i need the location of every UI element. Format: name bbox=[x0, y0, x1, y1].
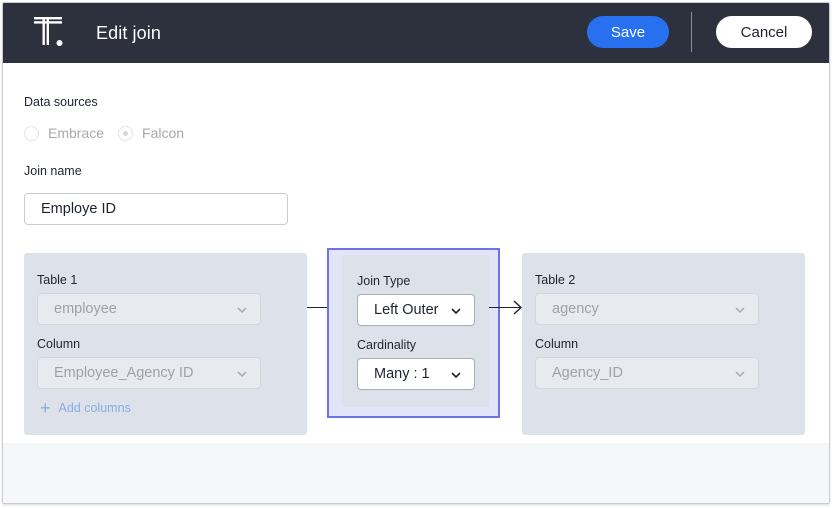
thoughtspot-logo-icon bbox=[34, 17, 63, 46]
table2-label: Table 2 bbox=[535, 273, 576, 287]
table1-column-select[interactable]: Employee_Agency ID bbox=[37, 357, 261, 389]
table1-select[interactable]: employee bbox=[37, 293, 261, 325]
chevron-down-icon bbox=[451, 308, 461, 315]
form-area: Data sources Embrace Falcon Join name Ta… bbox=[3, 63, 829, 443]
header-bar: Edit join Save Cancel bbox=[3, 3, 829, 63]
table2-panel: Table 2 agency Column Agency_ID bbox=[522, 253, 805, 435]
cardinality-select[interactable]: Many : 1 bbox=[357, 358, 475, 390]
join-name-label: Join name bbox=[24, 164, 82, 178]
data-sources-label: Data sources bbox=[24, 95, 98, 109]
radio-embrace[interactable] bbox=[24, 125, 39, 141]
chevron-down-icon bbox=[735, 307, 745, 314]
table2-column-select[interactable]: Agency_ID bbox=[535, 357, 759, 389]
table2-select-value: agency bbox=[552, 301, 599, 317]
arrow-right-icon bbox=[513, 300, 523, 315]
cardinality-value: Many : 1 bbox=[374, 366, 430, 382]
dialog-body: Data sources Embrace Falcon Join name Ta… bbox=[3, 63, 829, 503]
table2-column-label: Column bbox=[535, 337, 579, 351]
header-divider bbox=[691, 12, 692, 52]
chevron-down-icon bbox=[451, 372, 461, 379]
join-type-label: Join Type bbox=[357, 274, 411, 288]
chevron-down-icon bbox=[735, 371, 745, 378]
radio-falcon[interactable] bbox=[118, 125, 134, 141]
connector-line-right bbox=[489, 307, 521, 308]
table1-column-label: Column bbox=[37, 337, 81, 351]
join-name-input[interactable] bbox=[24, 193, 288, 225]
join-settings-panel: Join Type Left Outer Cardinality Many : … bbox=[342, 255, 489, 407]
table2-column-value: Agency_ID bbox=[552, 365, 623, 381]
cancel-button[interactable]: Cancel bbox=[716, 16, 812, 48]
table1-label: Table 1 bbox=[37, 273, 78, 287]
join-type-value: Left Outer bbox=[374, 302, 439, 318]
connector-line-left bbox=[307, 307, 342, 308]
table1-column-value: Employee_Agency ID bbox=[54, 365, 194, 381]
data-sources-radio-group: Embrace Falcon bbox=[24, 125, 198, 141]
chevron-down-icon bbox=[237, 307, 247, 314]
radio-falcon-label: Falcon bbox=[142, 125, 185, 141]
save-button[interactable]: Save bbox=[587, 16, 669, 48]
join-type-select[interactable]: Left Outer bbox=[357, 294, 475, 326]
table1-select-value: employee bbox=[54, 301, 117, 317]
cardinality-label: Cardinality bbox=[357, 338, 417, 352]
table1-panel: Table 1 employee Column Employee_Agency … bbox=[24, 253, 307, 435]
page-title: Edit join bbox=[96, 23, 161, 43]
add-columns-link[interactable]: + Add columns bbox=[40, 398, 131, 418]
add-columns-label: Add columns bbox=[58, 401, 131, 415]
table2-select[interactable]: agency bbox=[535, 293, 759, 325]
plus-icon: + bbox=[40, 398, 51, 418]
chevron-down-icon bbox=[237, 371, 247, 378]
radio-embrace-label: Embrace bbox=[48, 125, 105, 141]
